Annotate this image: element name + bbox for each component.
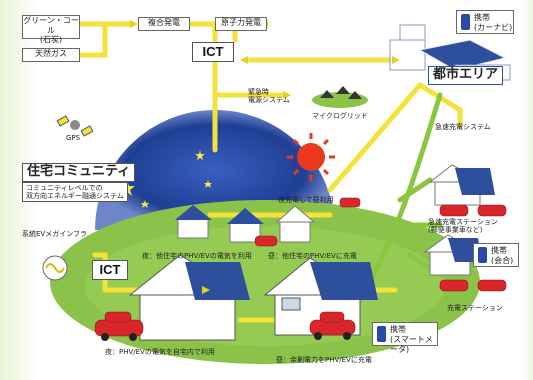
emergency-power-line1: 緊急時 (248, 88, 269, 96)
natural-gas-label: 天然ガス (35, 49, 67, 58)
mobile-car-nav-line1: 携帯 (474, 13, 490, 22)
caption-day-other-home: 昼：他住宅のPHV/EVに充電 (268, 252, 357, 260)
ict-label-top: ICT (202, 44, 224, 59)
mobile-car-nav-box: 携帯 (カーナビ) (456, 10, 514, 34)
green-coal-box: グリーン・コール (石炭) (22, 15, 80, 44)
mobile-smart-meter-box: 携帯 (スマートメータ) (372, 322, 438, 354)
combined-cycle-box: 複合発電 (138, 17, 190, 31)
small-houses-icon (175, 205, 316, 243)
rapid-charge-label: 急速充電システム (435, 123, 491, 131)
green-coal-sub-label: (石炭) (39, 35, 63, 45)
mobile-phone-icon (478, 247, 487, 263)
mobile-smart-meter-line1: 携帯 (390, 325, 406, 334)
mobile-phone-icon (461, 14, 470, 30)
residential-desc: コミュニティレベルでの 双方向エネルギー融通システム (22, 182, 128, 203)
ict-box-top: ICT (192, 42, 234, 62)
mobile-phone-icon (377, 326, 386, 342)
mobile-car-nav-line2: (カーナビ) (474, 23, 513, 32)
gps-satellite-icon (56, 115, 94, 137)
mobile-meeting-line2: (会合) (491, 256, 514, 265)
caption-day-surplus: 昼：余剰電力をPHV/EVに充電 (276, 356, 372, 364)
mobile-smart-meter-line2: (スマートメータ) (390, 335, 433, 354)
mobile-meeting-box: 携帯 (会合) (473, 243, 519, 267)
nuclear-label: 原子力発電 (221, 18, 261, 27)
residential-desc-line1: コミュニティレベルでの (26, 184, 103, 192)
charge-station-label: 充電ステーション (447, 304, 503, 312)
mobile-meeting-line1: 携帯 (491, 246, 507, 255)
fast-station-label: 急速充電ステーション (郵便事業車など) (428, 218, 498, 234)
grid-meter-icon (42, 255, 68, 281)
fast-station-line1: 急速充電ステーション (428, 218, 498, 226)
urban-area-label: 都市エリア (428, 66, 504, 85)
emergency-power-line2: 電源システム (248, 96, 290, 105)
natural-gas-box: 天然ガス (22, 48, 80, 62)
ict-label-left: ICT (99, 262, 121, 277)
nuclear-box: 原子力発電 (215, 17, 267, 31)
residential-title: 住宅コミュニティ (22, 163, 136, 182)
microgrid-houses-icon (312, 86, 368, 108)
emergency-power-label: 緊急時 電源システム (248, 88, 290, 104)
gps-label: GPS (66, 134, 81, 142)
green-coal-label: グリーン・コール (23, 16, 79, 35)
sun-icon (287, 133, 335, 181)
house-left-icon (128, 254, 250, 341)
caption-night-other-home: 夜：他住宅のPHV/EVの電気を利用 (142, 252, 252, 260)
fast-station-line2: (郵便事業車など) (428, 226, 483, 235)
ict-box-left: ICT (92, 260, 128, 280)
grid-infra-label: 系統EVメガインフラ (22, 230, 88, 238)
caption-night-own-home: 夜：PHV/EVの電気を自宅内で利用 (105, 348, 215, 356)
residential-desc-line2: 双方向エネルギー融通システム (26, 192, 124, 201)
night-charge-label: 夜充電して昼利用 (278, 196, 334, 204)
car-icon (94, 197, 507, 337)
microgrid-label: マイクログリッド (312, 112, 368, 120)
combined-cycle-label: 複合発電 (148, 18, 180, 27)
night-sky (95, 110, 335, 230)
